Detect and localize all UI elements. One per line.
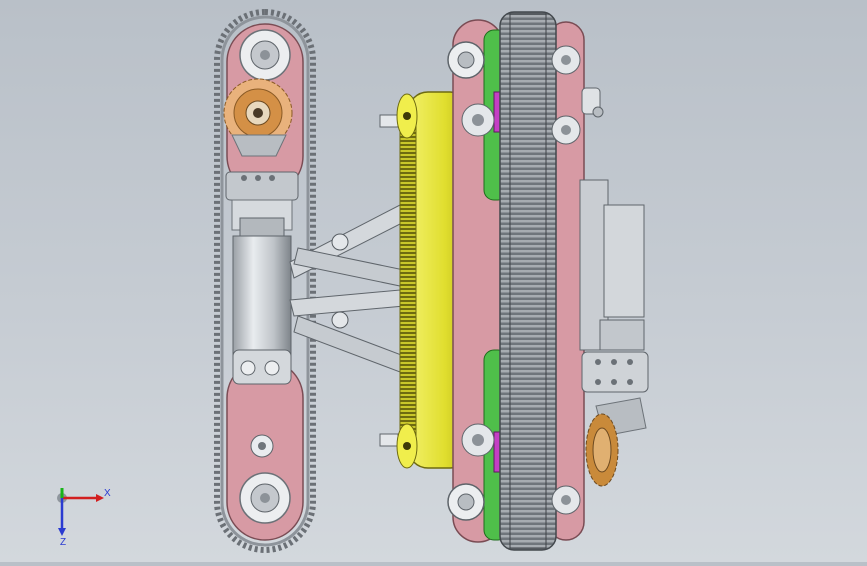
right-idler-top [447,41,485,79]
triad-x-label: X [104,488,111,499]
right-outer-roller-bottom [551,485,581,515]
yellow-rack-teeth [399,107,417,455]
left-small-roller [250,434,274,458]
left-track-teeth [214,9,316,553]
left-idler-bottom [239,472,291,524]
triad-z-label: Z [60,537,66,548]
scissor-linkage [289,114,405,447]
right-shaft-collar [581,351,649,393]
left-idler-top [239,29,291,81]
left-track-belt [220,15,310,547]
right-outer-roller-top [551,45,581,75]
right-track-module [447,11,649,551]
motor-body [603,204,645,318]
left-drive-cylinder [232,235,292,357]
right-roller-mid-top [461,103,495,137]
axis-triad: X Z [57,488,111,548]
steel-bevel-pinion-left [231,134,287,157]
right-roller-mid-bottom [461,423,495,457]
right-outer-roller-upper [551,115,581,145]
left-track-module [214,9,316,553]
bronze-bevel-gear-right [585,413,619,487]
right-idler-bottom [447,483,485,521]
left-shaft-collar [225,171,299,201]
linkage-pivot-lower [331,311,349,329]
linkage-pivot-upper [331,233,349,251]
bronze-bevel-gear-left [223,78,293,148]
right-track-teeth [499,11,557,551]
